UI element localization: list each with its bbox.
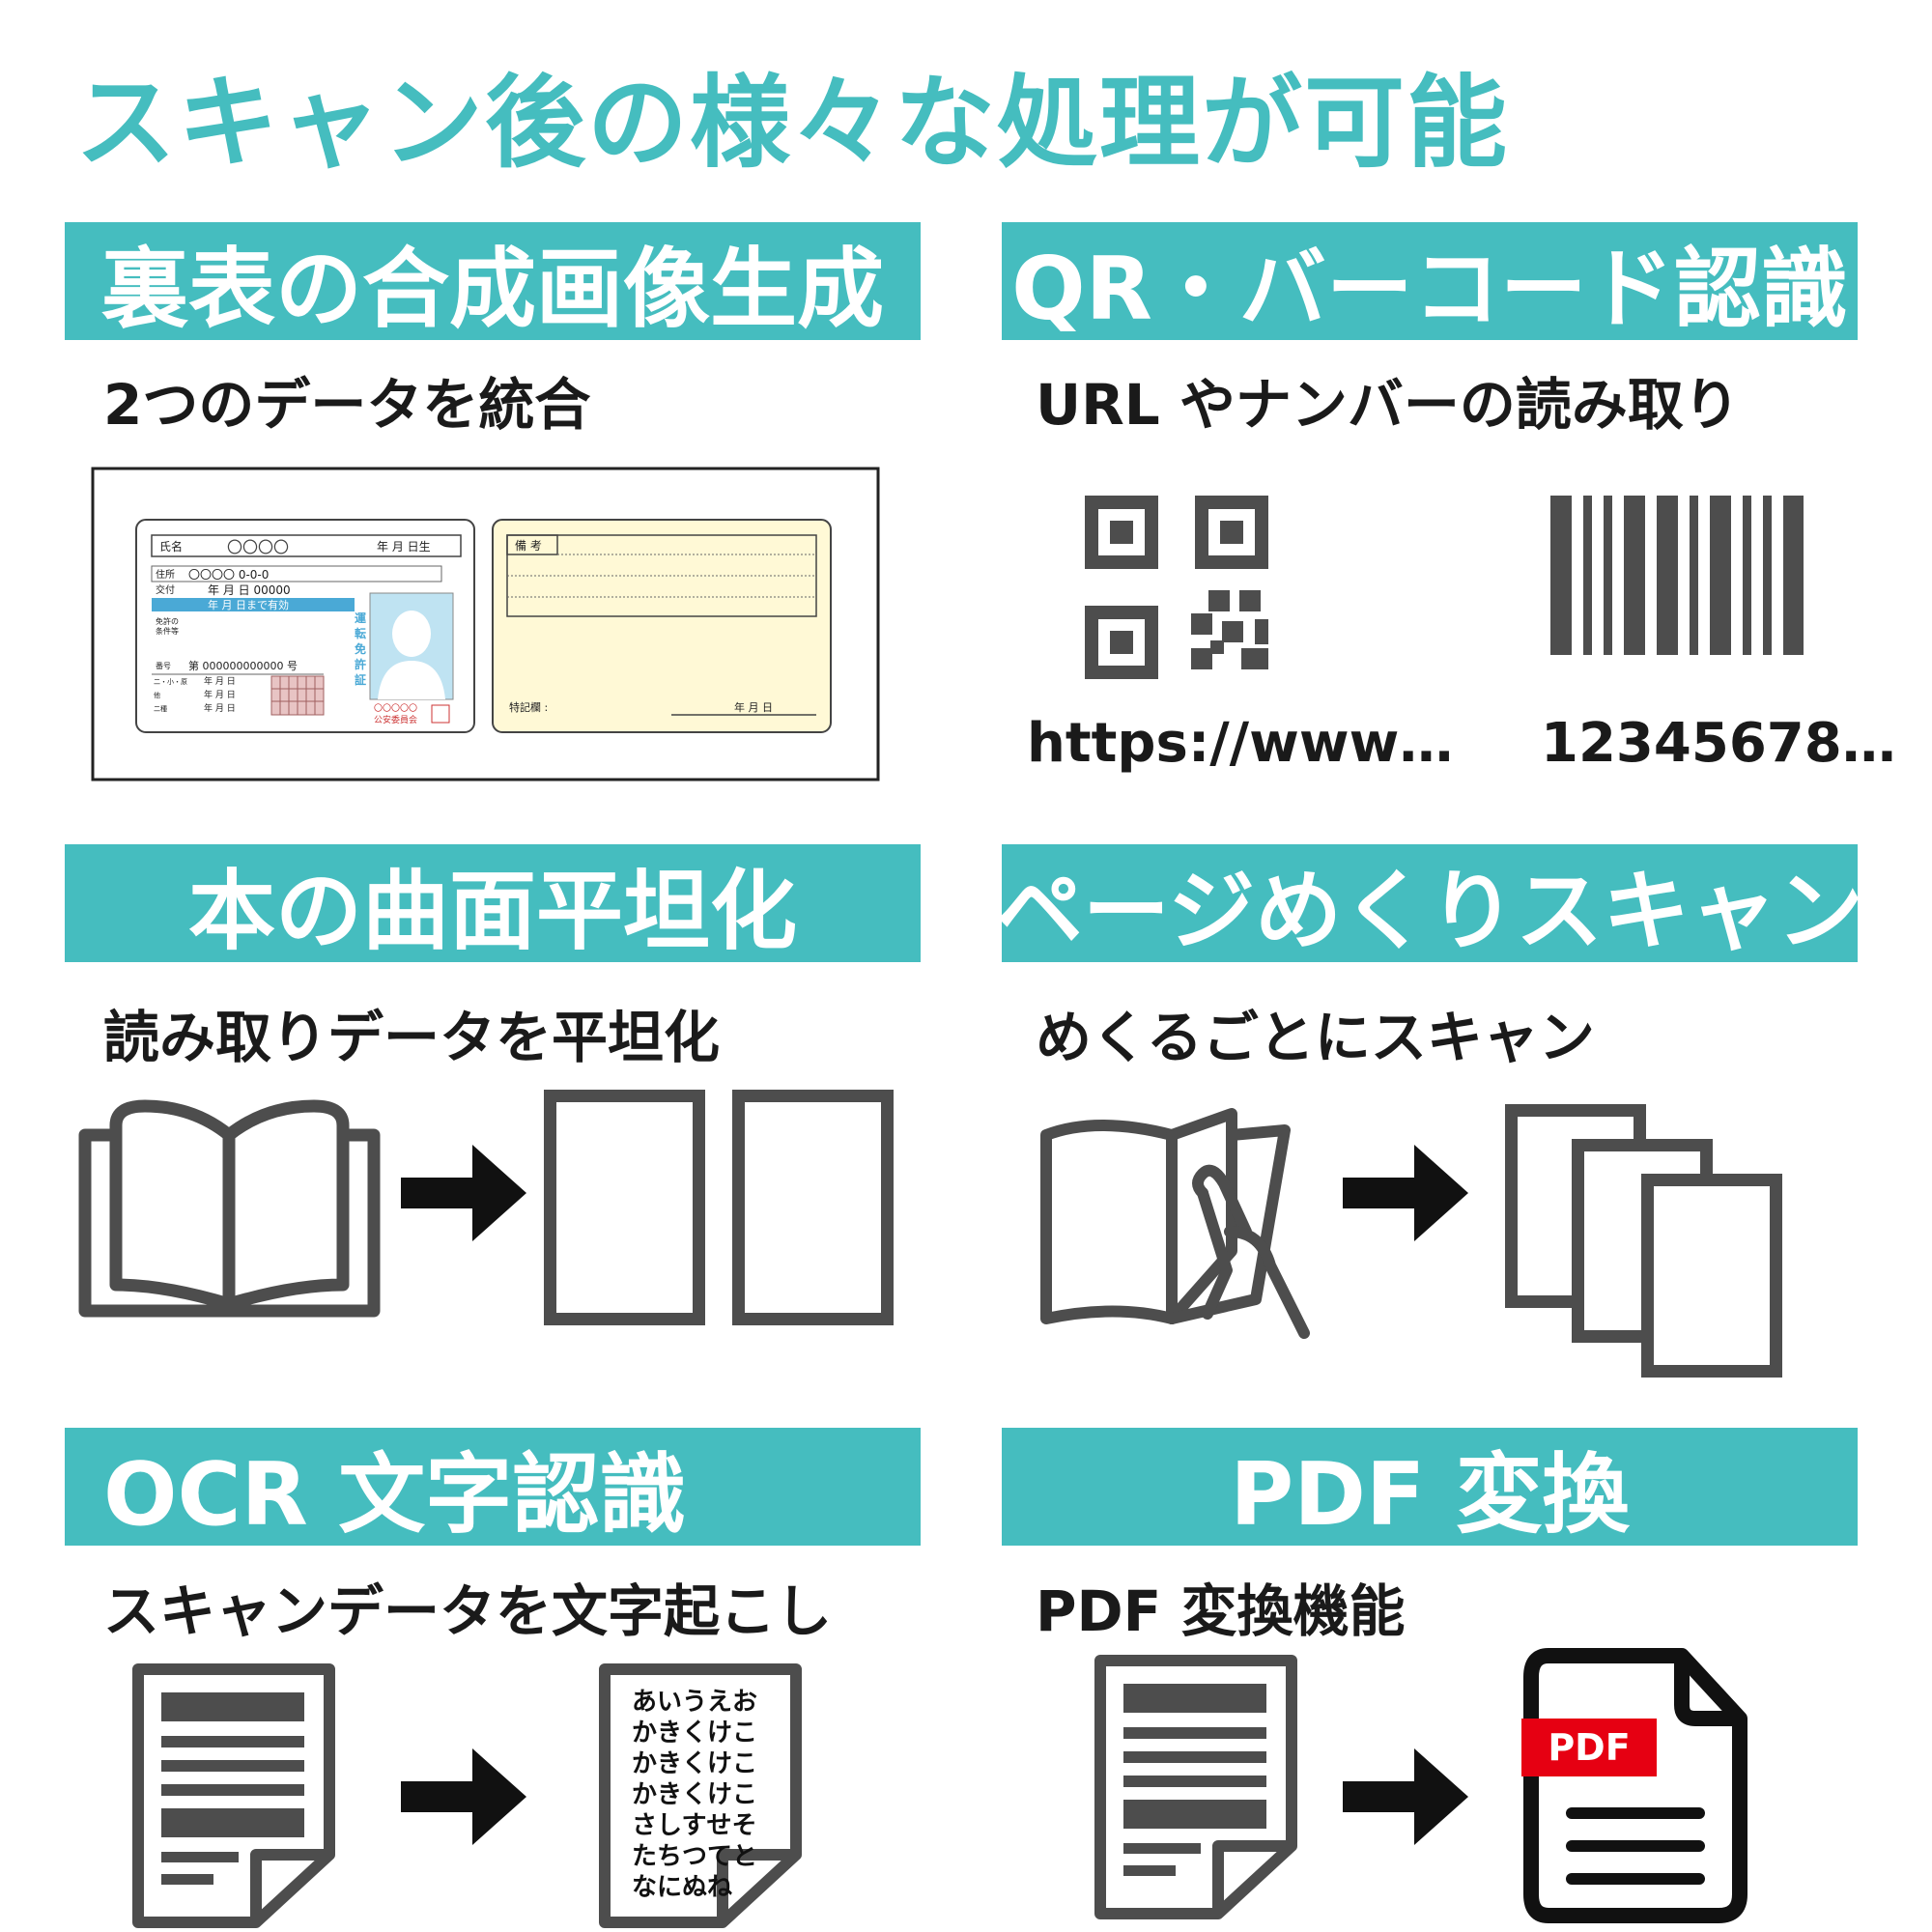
license-address-value: 〇〇〇〇 0-0-0 xyxy=(188,568,269,582)
license-conditions-label-2: 条件等 xyxy=(156,626,179,636)
license-class-label-2: 他 xyxy=(154,691,160,699)
license-type-char-1: 運 xyxy=(355,611,366,625)
license-birth: 年 月 日生 xyxy=(377,540,431,554)
section-heading-pdf: PDF 変換 xyxy=(1002,1428,1858,1546)
section-heading-code: QR・バーコード認識 xyxy=(1002,222,1858,340)
document-icon-pdf-source xyxy=(1094,1655,1297,1919)
license-photo xyxy=(369,592,454,700)
pdf-file-icon: PDF xyxy=(1521,1648,1747,1923)
license-issue-value: 年 月 日 00000 xyxy=(208,583,291,597)
barcode-icon xyxy=(1550,496,1804,655)
stacked-pages-icon xyxy=(1505,1104,1782,1378)
license-issue-label: 交付 xyxy=(156,583,175,596)
flat-pages-icon xyxy=(544,1090,894,1325)
section-caption-ocr: スキャンデータを文字起こし xyxy=(103,1578,833,1644)
license-class-label-1: 二・小・原 xyxy=(154,677,187,686)
arrow-right-icon-pdf xyxy=(1343,1748,1468,1845)
license-card-illustration: 氏名 〇〇〇〇 年 月 日生 住所 〇〇〇〇 0-0-0 交付 年 月 日 00… xyxy=(91,467,880,781)
document-icon-ocr-text: あいうえお かきくけこ かきくけこ かきくけこ さしすせそ たちつてと なにぬね xyxy=(599,1663,802,1928)
document-icon-ocr-source xyxy=(132,1663,335,1928)
license-number-value: 第 000000000000 号 xyxy=(188,659,298,672)
license-name-value: 〇〇〇〇 xyxy=(227,538,289,556)
page-title: スキャン後の様々な処理が可能 xyxy=(75,64,1510,182)
ocr-text-line-2: かきくけこ xyxy=(632,1719,757,1747)
license-class-label-3: 二種 xyxy=(154,705,167,713)
license-date-row-2: 年 月 日 xyxy=(204,689,236,700)
ocr-text-line-3: かきくけこ xyxy=(632,1749,757,1778)
license-remarks-label: 備 考 xyxy=(515,538,542,553)
license-type-char-4: 許 xyxy=(355,657,366,671)
section-caption-pdf: PDF 変換機能 xyxy=(1036,1578,1406,1644)
section-caption-code: URL やナンバーの読み取り xyxy=(1036,372,1740,438)
license-date-row-3: 年 月 日 xyxy=(204,702,236,714)
pdf-badge: PDF xyxy=(1548,1726,1630,1769)
license-special-label: 特記欄 : xyxy=(509,700,548,714)
license-type-char-2: 転 xyxy=(355,626,366,640)
qr-value: https://www… xyxy=(1027,712,1454,775)
license-address-label: 住所 xyxy=(156,568,175,581)
section-heading-flatten: 本の曲面平坦化 xyxy=(65,844,921,962)
arrow-right-icon-ocr xyxy=(401,1748,526,1845)
license-front: 氏名 〇〇〇〇 年 月 日生 住所 〇〇〇〇 0-0-0 交付 年 月 日 00… xyxy=(135,519,475,733)
qr-code-icon xyxy=(1085,496,1268,679)
license-number-label: 番号 xyxy=(156,661,171,670)
ocr-text-line-4: かきくけこ xyxy=(632,1780,757,1809)
arrow-right-icon-flatten xyxy=(401,1145,526,1241)
license-type-char-3: 免 xyxy=(355,641,366,656)
section-heading-page-turn: ページめくりスキャン xyxy=(1002,844,1858,962)
license-type-char-5: 証 xyxy=(355,672,366,687)
ocr-text-line-1: あいうえお xyxy=(632,1688,757,1717)
license-name-label: 氏名 xyxy=(159,539,183,554)
ocr-text-line-7: なにぬね xyxy=(632,1873,732,1902)
open-book-icon xyxy=(78,1099,381,1318)
section-heading-merge: 裏表の合成画像生成 xyxy=(65,222,921,340)
license-valid-value: 年 月 日まで有効 xyxy=(208,598,289,611)
ocr-text-line-5: さしすせそ xyxy=(632,1811,756,1840)
barcode-value: 12345678… xyxy=(1541,712,1896,775)
license-commission-mark: 〇〇〇〇〇 xyxy=(374,703,417,714)
license-back-date: 年 月 日 xyxy=(734,700,773,714)
license-back: 備 考 特記欄 : 年 月 日 xyxy=(492,519,832,733)
ocr-text-line-6: たちつてと xyxy=(632,1842,757,1871)
section-caption-page-turn: めくるごとにスキャン xyxy=(1036,1005,1595,1070)
section-caption-flatten: 読み取りデータを平坦化 xyxy=(103,1005,721,1070)
section-heading-ocr: OCR 文字認識 xyxy=(65,1428,921,1546)
license-commission: 公安委員会 xyxy=(374,714,417,725)
section-caption-merge: 2つのデータを統合 xyxy=(103,372,591,438)
license-conditions-label-1: 免許の xyxy=(156,616,179,626)
page-turn-hand-icon xyxy=(1040,1108,1310,1339)
arrow-right-icon-page-turn xyxy=(1343,1145,1468,1241)
license-date-row-1: 年 月 日 xyxy=(204,675,236,687)
